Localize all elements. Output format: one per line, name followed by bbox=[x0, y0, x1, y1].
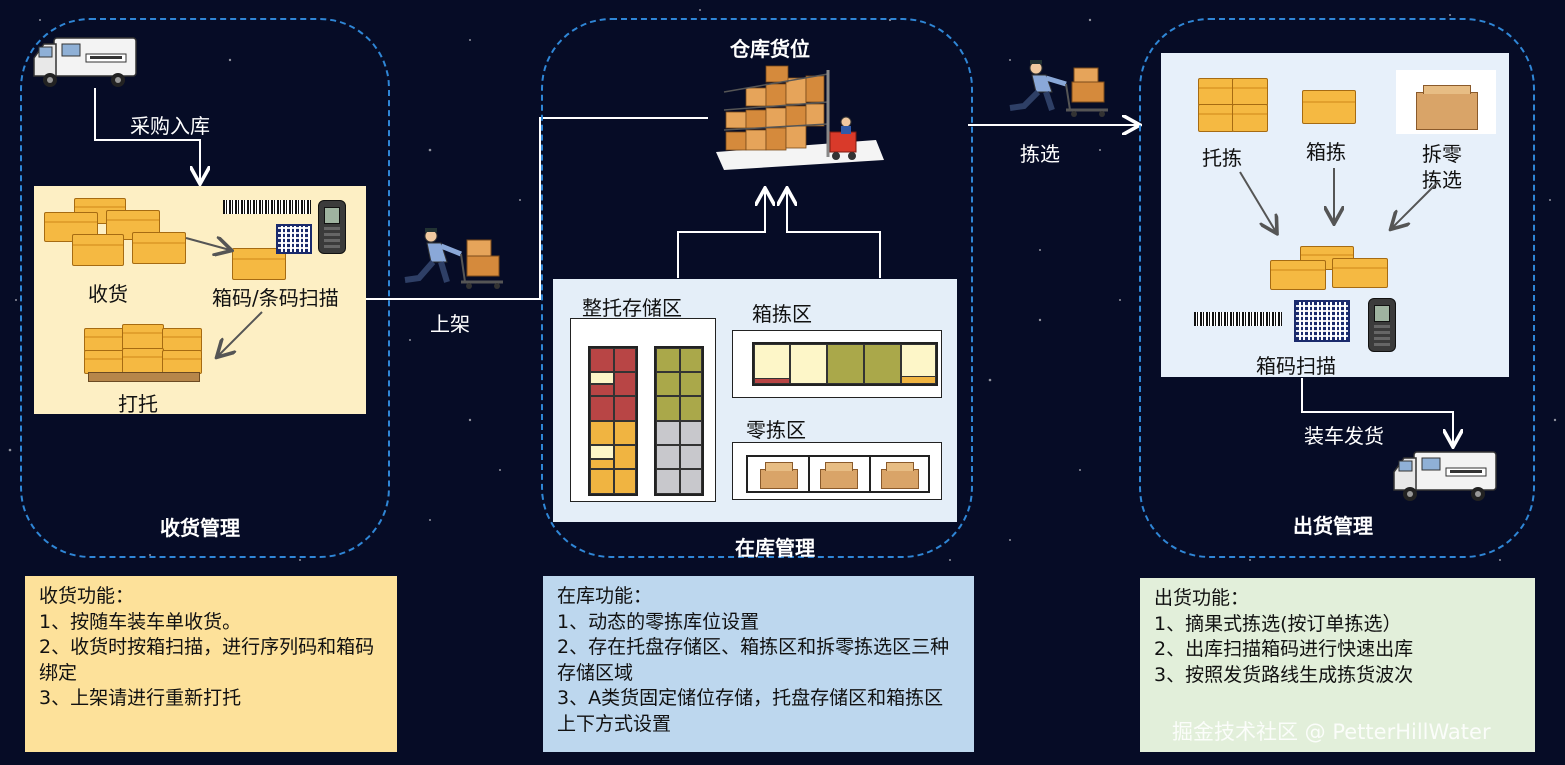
pallet-rack-column-2 bbox=[654, 346, 704, 496]
receiving-arrows bbox=[185, 0, 263, 420]
putaway-label: 上架 bbox=[430, 312, 470, 336]
receive-label: 收货 bbox=[88, 282, 128, 306]
shipping-scanner-icon bbox=[1368, 298, 1396, 352]
receiving-zone bbox=[20, 18, 390, 558]
case-pick-label: 箱拣 bbox=[1306, 140, 1346, 164]
piece-pick-rack bbox=[746, 455, 930, 493]
warehouse-rack-icon bbox=[716, 65, 884, 170]
shipping-functions-box: 出货功能： 1、摘果式拣选(按订单拣选） 2、出库扫描箱码进行快速出库 3、按照… bbox=[1140, 578, 1535, 752]
box-scan-label: 箱码/条码扫描 bbox=[212, 286, 339, 310]
qr-code-icon bbox=[276, 224, 312, 254]
scanned-box-icon bbox=[232, 248, 286, 280]
shipping-zone bbox=[1139, 18, 1535, 558]
full-pallet-zone-label: 整托存储区 bbox=[582, 296, 682, 320]
open-carton-icon bbox=[820, 462, 858, 489]
open-carton-large-icon bbox=[1396, 70, 1496, 134]
load-ship-label: 装车发货 bbox=[1304, 424, 1384, 448]
putaway-worker-icon bbox=[404, 228, 503, 289]
receiving-functions-box: 收货功能： 1、按随车装车单收货。 2、收货时按箱扫描，进行序列码和箱码绑定 3… bbox=[25, 576, 397, 752]
pallet-pick-label: 托拣 bbox=[1202, 146, 1242, 170]
inbound-truck-icon bbox=[33, 37, 137, 87]
receiving-zone-title: 收货管理 bbox=[160, 516, 240, 540]
watermark: 掘金技术社区 @ PetterHillWater bbox=[1172, 720, 1491, 744]
open-carton-icon bbox=[760, 462, 798, 489]
warehouse-location-title: 仓库货位 bbox=[730, 37, 810, 61]
purchase-inbound-label: 采购入库 bbox=[130, 114, 210, 138]
shipping-function-item: 2、出库扫描箱码进行快速出库 bbox=[1154, 638, 1414, 660]
storage-function-item: 1、动态的零拣库位设置 bbox=[557, 610, 760, 633]
piece-pick-label-line2: 拣选 bbox=[1422, 168, 1462, 192]
storage-zone bbox=[541, 18, 973, 558]
pallet-label: 打托 bbox=[118, 392, 158, 416]
barcode-icon bbox=[223, 200, 311, 214]
storage-function-item: 3、A类货固定储位存储，托盘存储区和箱拣区上下方式设置 bbox=[557, 687, 944, 735]
piece-pick-zone-label: 零拣区 bbox=[746, 418, 806, 442]
receiving-function-item: 2、收货时按箱扫描，进行序列码和箱码绑定 bbox=[39, 636, 375, 684]
shipping-box-scan-label: 箱码扫描 bbox=[1256, 354, 1336, 378]
case-pick-rack bbox=[752, 342, 938, 386]
storage-zone-title: 在库管理 bbox=[735, 536, 815, 560]
received-boxes-icon bbox=[44, 198, 189, 268]
shipping-barcode-icon bbox=[1194, 312, 1282, 326]
open-carton-icon bbox=[881, 462, 919, 489]
pallet-stack-icon bbox=[84, 324, 204, 384]
case-pick-box-icon bbox=[1302, 90, 1356, 124]
storage-functions-box: 在库功能： 1、动态的零拣库位设置 2、存在托盘存储区、箱拣区和拆零拣选区三种存… bbox=[543, 576, 974, 752]
picking-label: 拣选 bbox=[1020, 142, 1060, 166]
storage-functions-heading: 在库功能： bbox=[557, 585, 653, 607]
receiving-function-item: 1、按随车装车单收货。 bbox=[39, 610, 242, 633]
shipping-function-item: 3、按照发货路线生成拣货波次 bbox=[1154, 663, 1414, 686]
shipping-merge-arrows bbox=[1239, 168, 1439, 280]
shipping-zone-title: 出货管理 bbox=[1293, 514, 1373, 538]
shipping-qr-code-icon bbox=[1294, 300, 1350, 342]
handheld-scanner-icon bbox=[318, 200, 346, 254]
case-pick-zone-label: 箱拣区 bbox=[752, 302, 812, 326]
piece-pick-label-line1: 拆零 bbox=[1422, 142, 1462, 166]
storage-function-item: 2、存在托盘存储区、箱拣区和拆零拣选区三种存储区域 bbox=[557, 636, 950, 684]
receiving-functions-heading: 收货功能： bbox=[39, 585, 135, 607]
receiving-function-item: 3、上架请进行重新打托 bbox=[39, 687, 242, 709]
pallet-pick-boxes-icon bbox=[1198, 78, 1270, 136]
outbound-truck-icon bbox=[1393, 451, 1497, 501]
shipping-function-item: 1、摘果式拣选(按订单拣选） bbox=[1154, 612, 1402, 635]
shipping-boxes-icon bbox=[1270, 246, 1390, 292]
pallet-rack-column-1 bbox=[588, 346, 638, 496]
picking-worker-icon bbox=[1009, 60, 1108, 117]
shipping-functions-heading: 出货功能： bbox=[1154, 587, 1250, 609]
